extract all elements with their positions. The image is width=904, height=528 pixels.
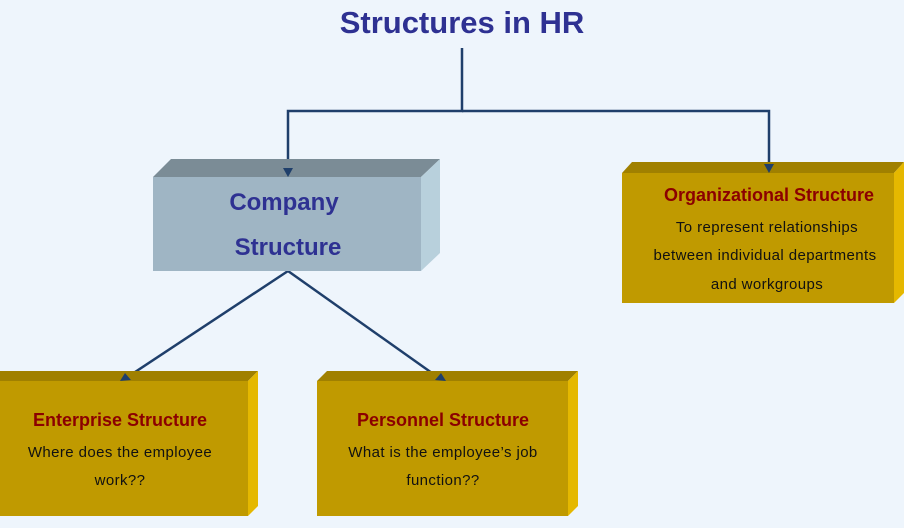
personnel-structure-box: Personnel Structure What is the employee… [317, 371, 578, 516]
arrowhead [764, 164, 774, 173]
enterprise-structure-box: Enterprise Structure Where does the empl… [0, 371, 258, 516]
personnel-desc-line2: function?? [406, 472, 479, 489]
organizational-structure-box: Organizational Structure To represent re… [622, 162, 904, 303]
connector-title-company [286, 48, 464, 170]
enterprise-heading: Enterprise Structure [33, 410, 207, 430]
connector-title-organizational [462, 109, 771, 166]
organizational-desc-line1: To represent relationships [676, 219, 858, 236]
connector-company-personnel [287, 269, 440, 380]
personnel-desc-line1: What is the employee’s job [348, 444, 537, 461]
company-structure-box: Company Structure [153, 159, 440, 271]
connector-company-enterprise [125, 269, 289, 380]
personnel-heading: Personnel Structure [357, 410, 529, 430]
arrowhead [120, 373, 131, 381]
arrowhead [283, 168, 293, 177]
arrowhead [435, 373, 446, 381]
organizational-desc-line2: between individual departments [654, 247, 877, 264]
organizational-heading: Organizational Structure [664, 185, 874, 205]
enterprise-desc-line1: Where does the employee [28, 444, 212, 461]
enterprise-desc-line2: work?? [94, 472, 146, 489]
company-label-line2: Structure [235, 234, 342, 261]
diagram-title: Structures in HR [340, 5, 585, 40]
organizational-desc-line3: and workgroups [711, 276, 823, 293]
company-label-line1: Company [229, 189, 339, 216]
